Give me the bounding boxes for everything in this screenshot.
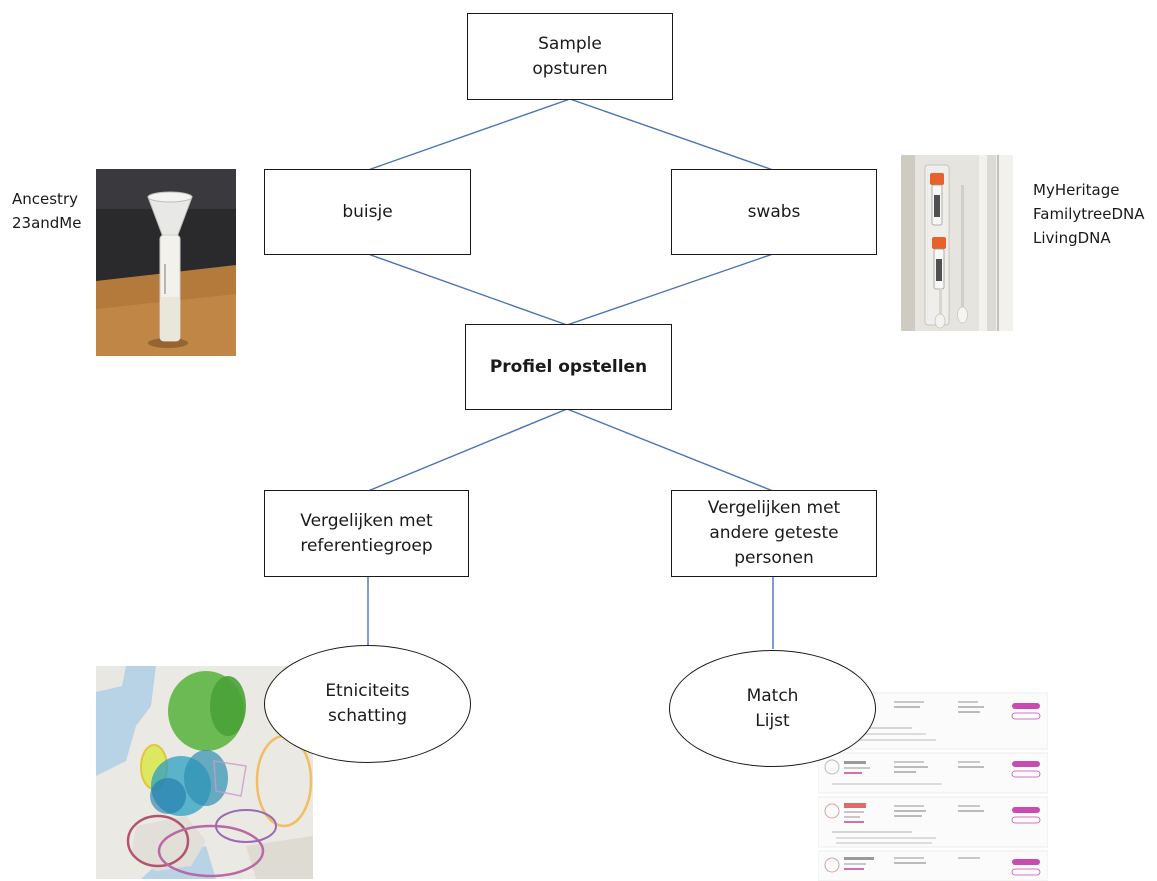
connector-profiel-andere — [566, 408, 774, 492]
node-buisje: buisje — [264, 169, 471, 255]
right-company-labels: MyHeritage FamilytreeDNA LivingDNA — [1033, 181, 1145, 247]
node-profiel-opstellen: Profiel opstellen — [465, 324, 672, 410]
ethnicity-map-image — [96, 666, 313, 879]
connector-buisje-profiel — [367, 253, 568, 326]
connector-swabs-profiel — [566, 253, 774, 326]
node-vergelijken-referentiegroep: Vergelijken met referentiegroep — [264, 490, 469, 577]
node-vergelijken-andere-personen: Vergelijken met andere geteste personen — [671, 490, 877, 577]
node-match-lijst: Match Lijst — [669, 650, 876, 767]
connector-sample-swabs — [569, 98, 774, 171]
connector-profiel-referentie — [367, 408, 568, 492]
tube-photo — [96, 169, 236, 356]
node-swabs: swabs — [671, 169, 877, 255]
connector-sample-buisje — [367, 98, 571, 171]
node-etniciteits-schatting: Etniciteits schatting — [264, 645, 471, 763]
swabs-photo — [901, 155, 1013, 331]
node-sample-opsturen: Sample opsturen — [467, 13, 673, 100]
left-company-labels: Ancestry 23andMe — [12, 190, 82, 232]
